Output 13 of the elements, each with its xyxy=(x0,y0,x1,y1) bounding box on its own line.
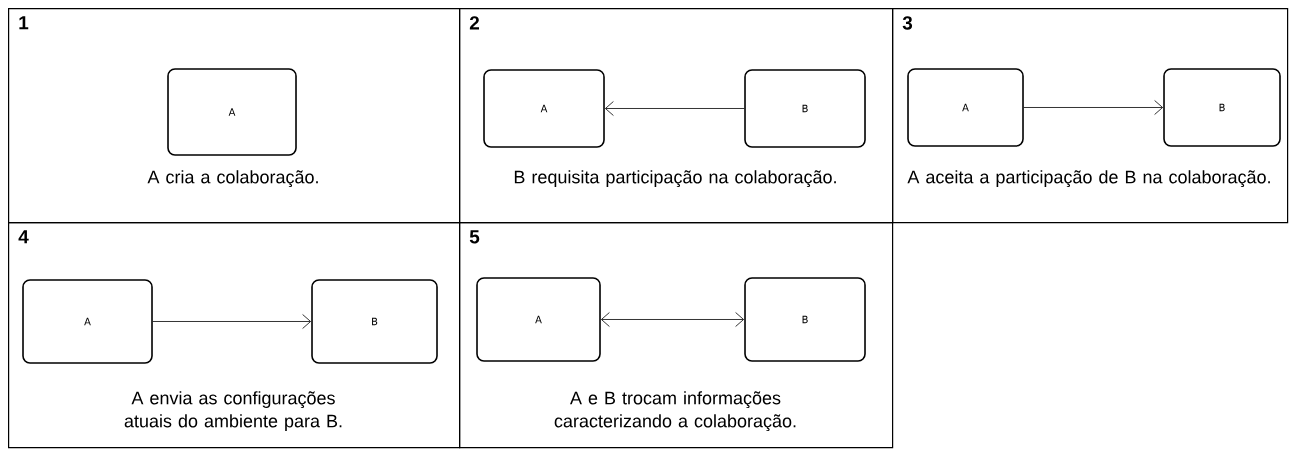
rounded-box: B xyxy=(1163,68,1281,147)
rounded-box: A xyxy=(907,68,1024,147)
rounded-box: A xyxy=(167,68,297,156)
rounded-box: A xyxy=(483,69,605,148)
arrow xyxy=(601,312,744,327)
rounded-box: B xyxy=(744,69,866,148)
rounded-box: B xyxy=(744,277,866,362)
arrow xyxy=(152,314,311,329)
rounded-box: A xyxy=(22,279,153,364)
arrow xyxy=(605,101,745,116)
arrow xyxy=(1023,100,1163,115)
rounded-box: B xyxy=(311,279,438,364)
rounded-box: A xyxy=(476,277,601,362)
